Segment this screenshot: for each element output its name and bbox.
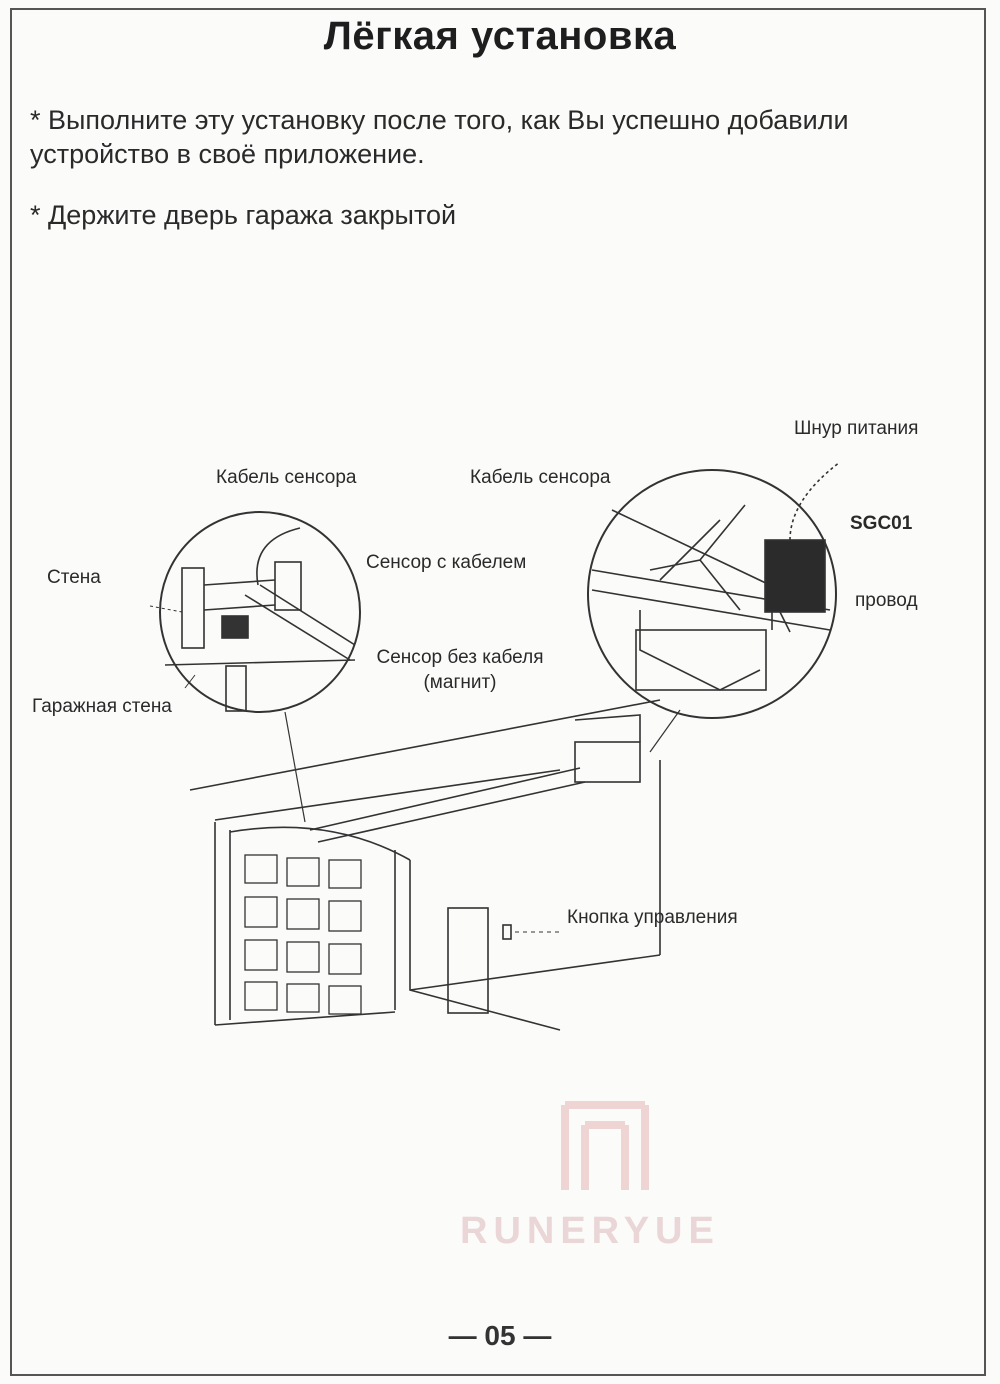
label-wall: Стена <box>47 567 101 588</box>
page-border <box>10 8 986 1376</box>
note-keep-door-closed: * Держите дверь гаража закрытой <box>30 200 457 230</box>
left-detail-drawing <box>164 527 356 712</box>
watermark-logo-icon <box>561 1101 649 1190</box>
label-sgc01: SGC01 <box>850 513 913 534</box>
label-magnet: (магнит) <box>423 672 497 693</box>
left-detail-circle <box>159 511 361 713</box>
label-garage-wall: Гаражная стена <box>32 696 172 717</box>
watermark-text: RUNERYUE <box>460 1210 720 1252</box>
label-sensor-cable-left: Кабель сенсора <box>216 467 357 488</box>
right-detail-drawing <box>591 461 841 691</box>
page-number: — 05 — <box>448 1320 552 1351</box>
right-leader-line <box>649 709 681 753</box>
label-control-button: Кнопка управления <box>567 907 738 928</box>
page-title: Лёгкая установка <box>323 14 677 58</box>
left-leader-line <box>284 711 306 823</box>
label-wire: провод <box>855 590 918 611</box>
label-sensor-with-cable: Сенсор с кабелем <box>366 552 527 573</box>
label-sensor-no-cable: Сенсор без кабеля <box>376 647 544 668</box>
right-detail-circle <box>587 469 837 719</box>
note-install-after-app: * Выполните эту установку после того, ка… <box>30 105 849 169</box>
label-sensor-cable-right: Кабель сенсора <box>470 467 611 488</box>
label-power-cord: Шнур питания <box>794 418 919 439</box>
garage-room-drawing <box>189 699 661 1031</box>
